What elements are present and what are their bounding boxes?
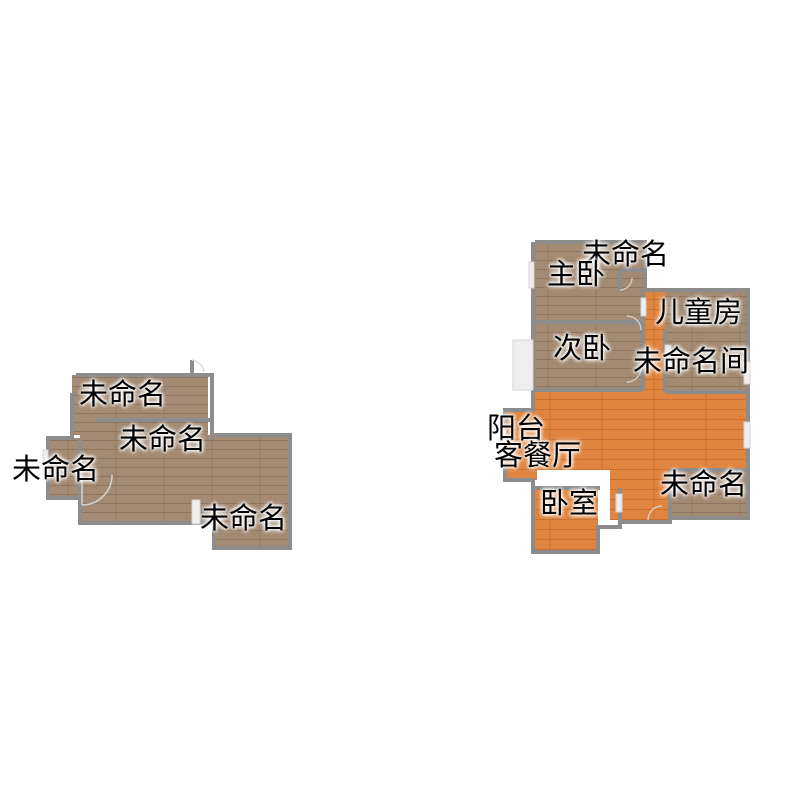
door-swing-kids [626, 367, 642, 383]
door-swing-bottom [647, 505, 663, 521]
left-unit-walls [46, 360, 292, 550]
door-slot-kids [664, 344, 672, 366]
room-label-right-top: 未命名 [582, 237, 670, 271]
door-swing-left [81, 474, 113, 506]
floor-bottom-right-room [670, 470, 747, 518]
window-left-small [42, 449, 49, 475]
room-label-left-top: 未命名 [79, 377, 167, 411]
right-unit-openings [499, 261, 751, 521]
room-label-left-center: 未命名 [119, 422, 207, 456]
floor-top-room [72, 375, 208, 435]
floor-living-dining [535, 390, 747, 470]
door-slot-master [640, 297, 647, 317]
right-unit [499, 240, 751, 554]
left-unit-floors [48, 375, 288, 548]
balcony-window-bay [512, 339, 534, 391]
door-swing-ensuite [619, 277, 633, 291]
room-label-balcony: 阳台 [487, 411, 546, 445]
door-swing-top [191, 359, 205, 373]
door-slot-bedroom [615, 493, 623, 513]
door-swing-second [626, 315, 642, 331]
room-label-bedroom: 卧室 [540, 486, 599, 520]
room-label-second-bedroom: 次卧 [553, 331, 612, 365]
floor-balcony [505, 410, 537, 480]
door-slot-bottom [191, 499, 201, 525]
floor-kids-room [665, 290, 747, 390]
floor-left-room [48, 438, 80, 498]
room-label-right-bottom: 未命名 [660, 467, 748, 501]
floor-main-room [80, 435, 288, 523]
floor-bedroom [535, 490, 598, 550]
window-right-wall [743, 421, 751, 449]
left-unit [42, 359, 292, 550]
window-balcony [499, 429, 507, 455]
left-unit-doors [42, 359, 205, 525]
room-label-living-dining: 客餐厅 [494, 438, 582, 472]
room-label-master-bedroom: 主卧 [547, 257, 606, 291]
room-label-kids-room: 儿童房 [655, 295, 743, 329]
window-master [528, 261, 535, 289]
room-label-unnamed-room: 未命名间 [633, 344, 750, 378]
floor-second-bedroom [535, 322, 643, 390]
floor-corridor [643, 292, 665, 390]
window-kids [743, 361, 751, 385]
floor-bottom-room [214, 520, 288, 548]
floor-master-bedroom [535, 242, 643, 320]
room-label-left-bottom: 未命名 [200, 501, 288, 535]
room-label-left-side: 未命名 [12, 452, 100, 486]
